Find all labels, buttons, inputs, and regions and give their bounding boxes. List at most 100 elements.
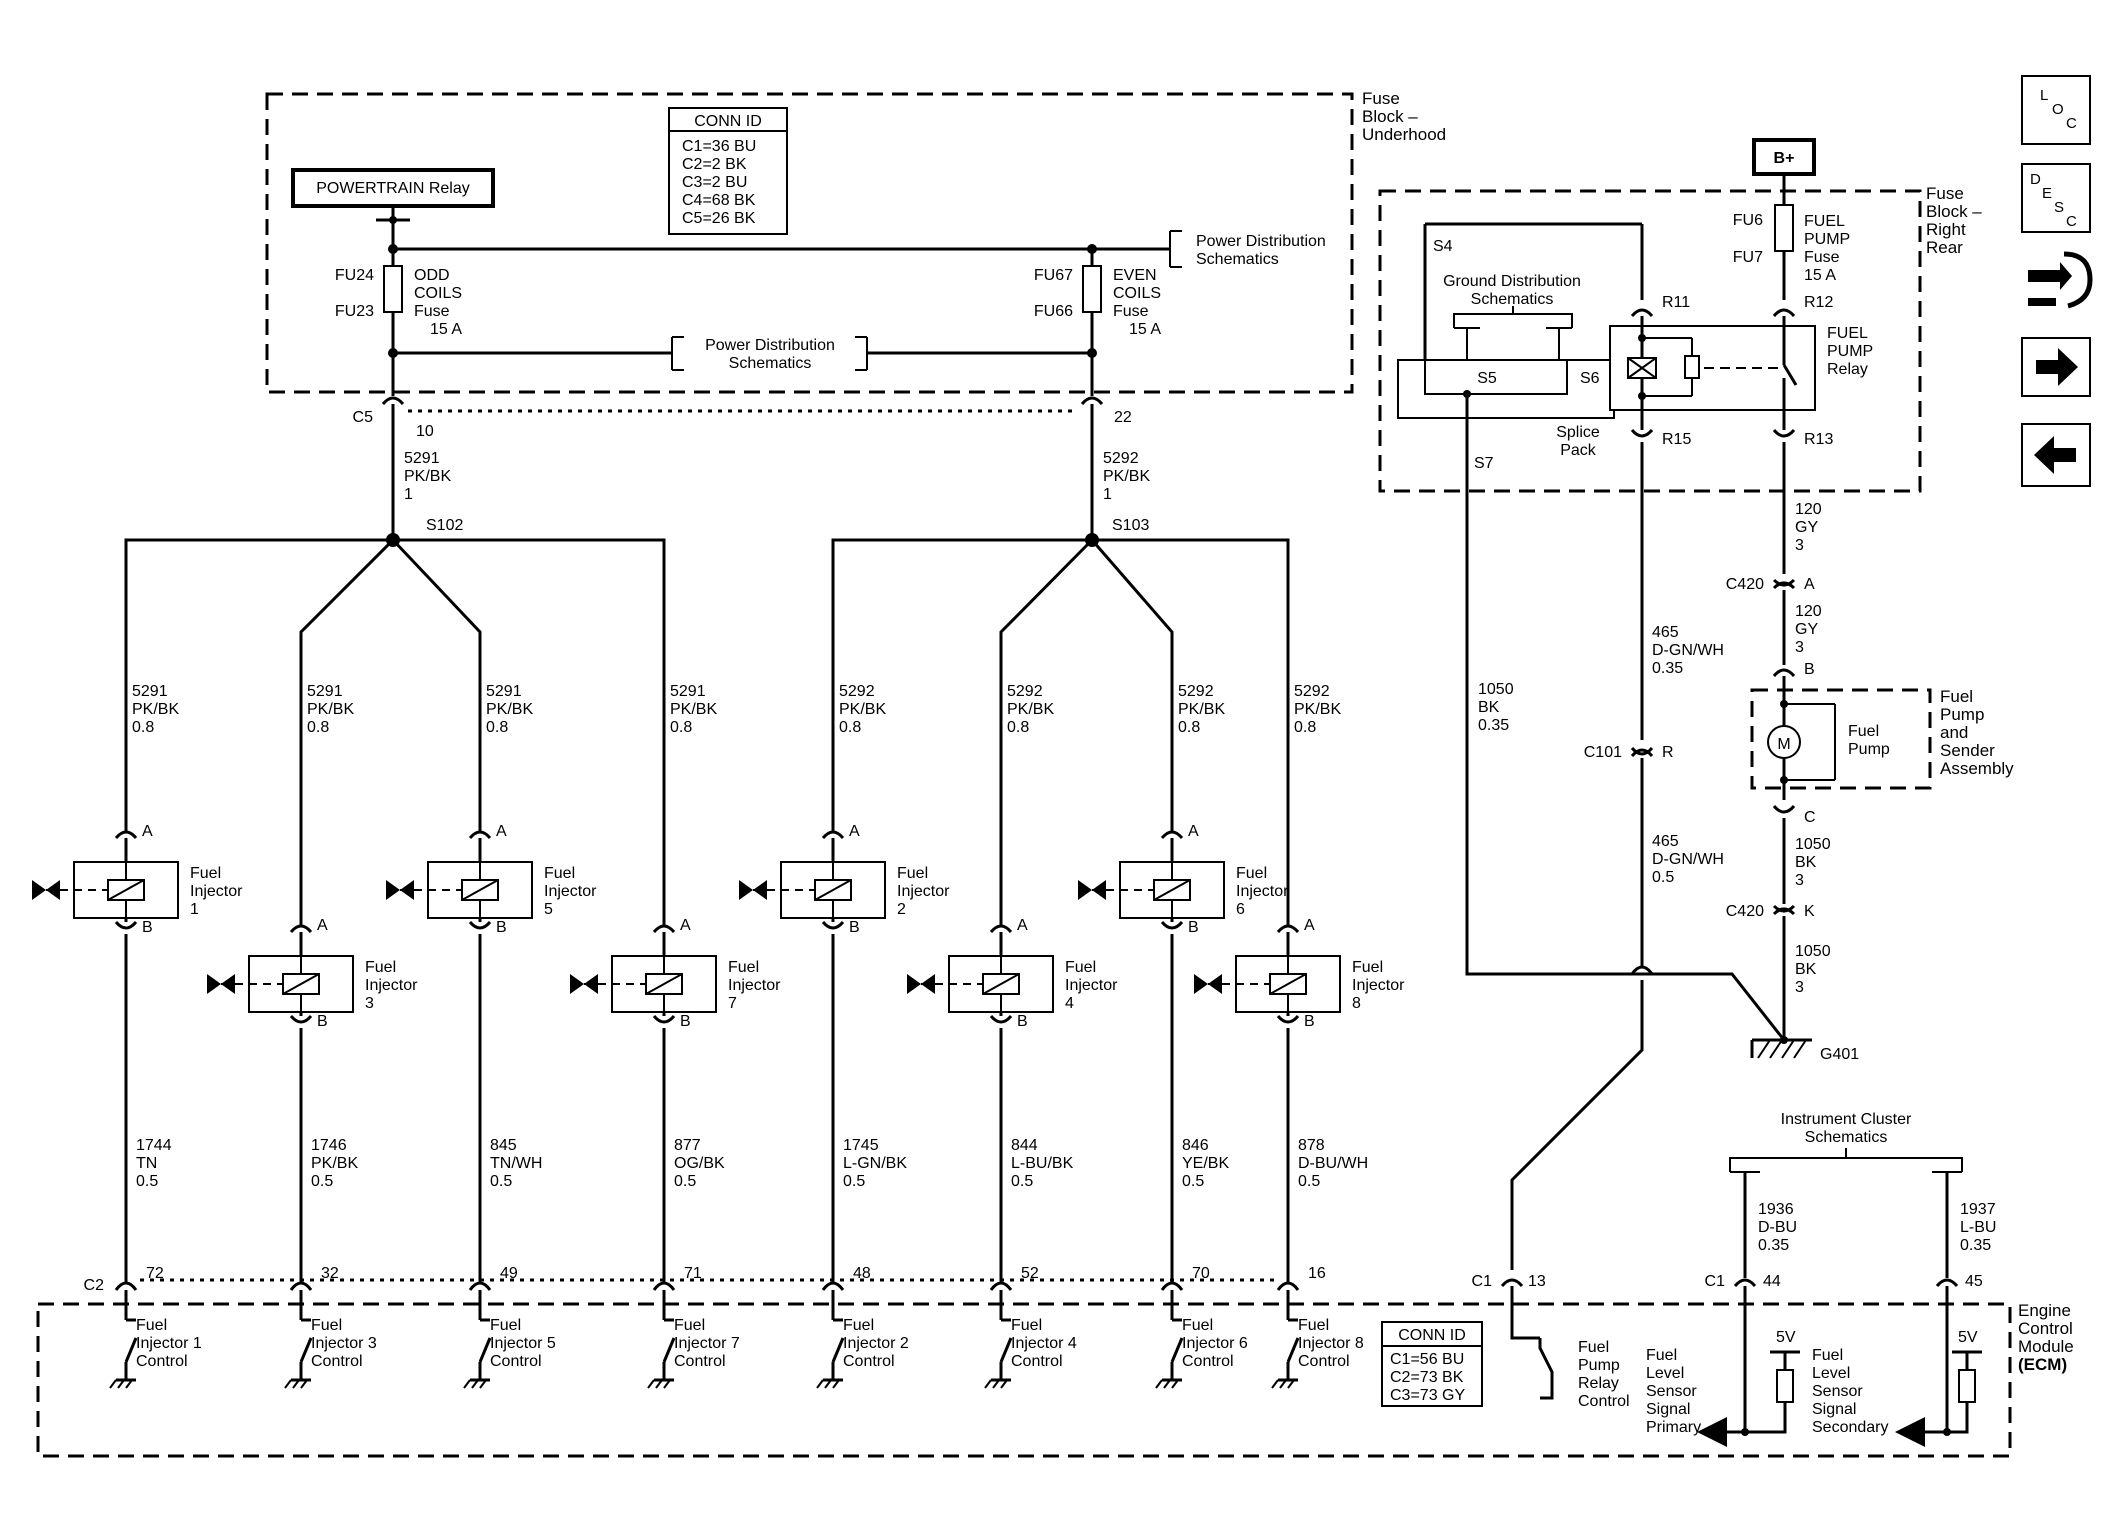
- r13-connector-icon: [1772, 428, 1796, 438]
- pump-label: Pump: [1848, 741, 1890, 758]
- branch-wire-label: 5291: [486, 683, 522, 700]
- control-wire-label: 0.5: [674, 1173, 696, 1190]
- ecm-control-label: Control: [843, 1353, 895, 1370]
- splice-s5: S5: [1477, 370, 1497, 387]
- pin-a-connector-icon: [289, 924, 313, 934]
- power-distribution-mid-2: Schematics: [729, 355, 812, 372]
- pin-b-connector-icon: [652, 1014, 676, 1024]
- fuse-even-bottom: FU66: [1034, 303, 1073, 320]
- branch-wire: [1090, 539, 1174, 832]
- next-page-button[interactable]: [2021, 337, 2091, 397]
- pin-a-connector-icon: [468, 830, 492, 840]
- primary-label: Sensor: [1646, 1383, 1697, 1400]
- fuse-odd-bottom: FU23: [335, 303, 374, 320]
- pin-r15: R15: [1662, 431, 1691, 448]
- ecm-control-label: Control: [136, 1353, 188, 1370]
- splice-s6: S6: [1580, 370, 1600, 387]
- assembly-label: Assembly: [1940, 759, 2014, 778]
- branch-wire-label: 5291: [307, 683, 343, 700]
- wire-465b-label: D-GN/WH: [1652, 851, 1724, 868]
- pin-b-connector-icon: [1276, 1014, 1300, 1024]
- branch-wire-label: 5291: [132, 683, 168, 700]
- wire-120-label: 3: [1795, 537, 1804, 554]
- c2-connector-icon: [114, 1281, 138, 1291]
- c5-connector-icon: [381, 396, 405, 406]
- location-button[interactable]: L O C: [2021, 75, 2091, 145]
- control-wire-label: L-BU/BK: [1011, 1155, 1074, 1172]
- wire-120b-label: GY: [1795, 621, 1818, 638]
- injector-channel: 5292PK/BK0.8AFuelInjector8B878D-BU/WH0.5…: [1194, 580, 1405, 1389]
- conn-id-box-underhood: CONN ID C1=36 BU C2=2 BK C3=2 BU C4=68 B…: [668, 107, 788, 235]
- desc-letter: D: [2030, 171, 2041, 188]
- control-switch-icon: [1170, 1337, 1184, 1363]
- pin-a-connector-icon: [989, 924, 1013, 934]
- injector-label: Injector: [1352, 977, 1405, 994]
- engine-control-module: Engine Control Module (ECM) CONN ID C1=5…: [36, 1273, 2074, 1458]
- fuse-odd-line: Fuse: [414, 303, 450, 320]
- control-wire-label: TN: [136, 1155, 157, 1172]
- previous-page-button[interactable]: [2021, 423, 2091, 487]
- control-wire-label: 846: [1182, 1137, 1209, 1154]
- c420-bottom-pin: K: [1804, 903, 1815, 920]
- branch-wire-label: 0.8: [486, 719, 508, 736]
- wire-s7-label: 1050: [1478, 681, 1514, 698]
- fuse-block-underhood-title-2: Block –: [1362, 107, 1418, 126]
- injector-label: 2: [897, 901, 906, 918]
- control-wire-label: 845: [490, 1137, 517, 1154]
- pin-r13: R13: [1804, 431, 1833, 448]
- injector-pin-a: A: [317, 917, 328, 934]
- c2-connector-icon: [468, 1281, 492, 1291]
- wire-465b-label: 0.5: [1652, 869, 1674, 886]
- loc-letter: L: [2040, 87, 2048, 104]
- pin-b-connector-icon: [468, 920, 492, 930]
- injector-label: Fuel: [1236, 865, 1267, 882]
- fuse-even-line: 15 A: [1129, 321, 1161, 338]
- injector-channel: 5292PK/BK0.8AFuelInjector4B844L-BU/BK0.5…: [907, 538, 1118, 1389]
- assembly-label: Pump: [1940, 705, 1984, 724]
- control-switch-icon: [124, 1337, 138, 1363]
- injector-pin-a: A: [142, 823, 153, 840]
- fuse-even-line: COILS: [1113, 285, 1161, 302]
- branch-wire-label: PK/BK: [839, 701, 886, 718]
- ecm-control-label: Fuel: [1298, 1317, 1329, 1334]
- s7-ground-wire: [1465, 394, 1786, 1041]
- fuse-even-line: EVEN: [1113, 267, 1157, 284]
- instrument-cluster-link: Instrument Cluster Schematics 1936 D-BU …: [1729, 1111, 1996, 1278]
- wire-120-label: 120: [1795, 501, 1822, 518]
- ecm-control-label: Fuel: [843, 1317, 874, 1334]
- connector-view-button[interactable]: [2028, 251, 2093, 309]
- power-distribution-right-1: Power Distribution: [1196, 233, 1326, 250]
- pump-pin-c: C: [1804, 809, 1816, 826]
- description-button[interactable]: D E S C: [2021, 163, 2091, 233]
- control-switch-icon: [662, 1337, 676, 1363]
- injector-feed-right: 5292 PK/BK 1 S103: [1090, 404, 1150, 540]
- splice-s103: S103: [1112, 517, 1149, 534]
- c2-connector-icon: [989, 1281, 1013, 1291]
- valve-icon: [386, 880, 400, 900]
- motor-label: M: [1777, 736, 1790, 753]
- branch-wire-label: 0.8: [1178, 719, 1200, 736]
- injector-pin-b: B: [1017, 1013, 1028, 1030]
- c2-connector-icon: [652, 1281, 676, 1291]
- instrument-cluster-title: Schematics: [1805, 1129, 1888, 1146]
- arrow-left-icon: [2034, 436, 2076, 474]
- ecm-title: Engine: [2018, 1301, 2071, 1320]
- relay-control-label: Fuel: [1578, 1339, 1609, 1356]
- fuel-pump-circuit: 120 GY 3 C420 A 120 GY 3 B Fuel Pump and…: [1465, 394, 2014, 1270]
- fuse-block-right-rear: Fuse Block – Right Rear B+ FU6 FU7 FUEL …: [1378, 138, 1982, 493]
- control-wire-label: 0.5: [843, 1173, 865, 1190]
- wire-1050-label: 1050: [1795, 836, 1831, 853]
- relay-switch-contact: [1782, 364, 1798, 386]
- feed-left-line: 1: [404, 486, 413, 503]
- injector-label: Injector: [190, 883, 243, 900]
- primary-label: Primary: [1646, 1419, 1701, 1436]
- pin-a-connector-icon: [1160, 830, 1184, 840]
- c2-pin: 71: [684, 1265, 702, 1282]
- primary-label: Level: [1646, 1365, 1684, 1382]
- ecm-control-label: Fuel: [136, 1317, 167, 1334]
- control-switch-icon: [299, 1337, 313, 1363]
- injector-pin-a: A: [496, 823, 507, 840]
- relay-diode-resistor-icon: [1684, 355, 1700, 379]
- c1-relay-label: C1: [1472, 1273, 1493, 1290]
- fuse-odd-line: ODD: [414, 267, 450, 284]
